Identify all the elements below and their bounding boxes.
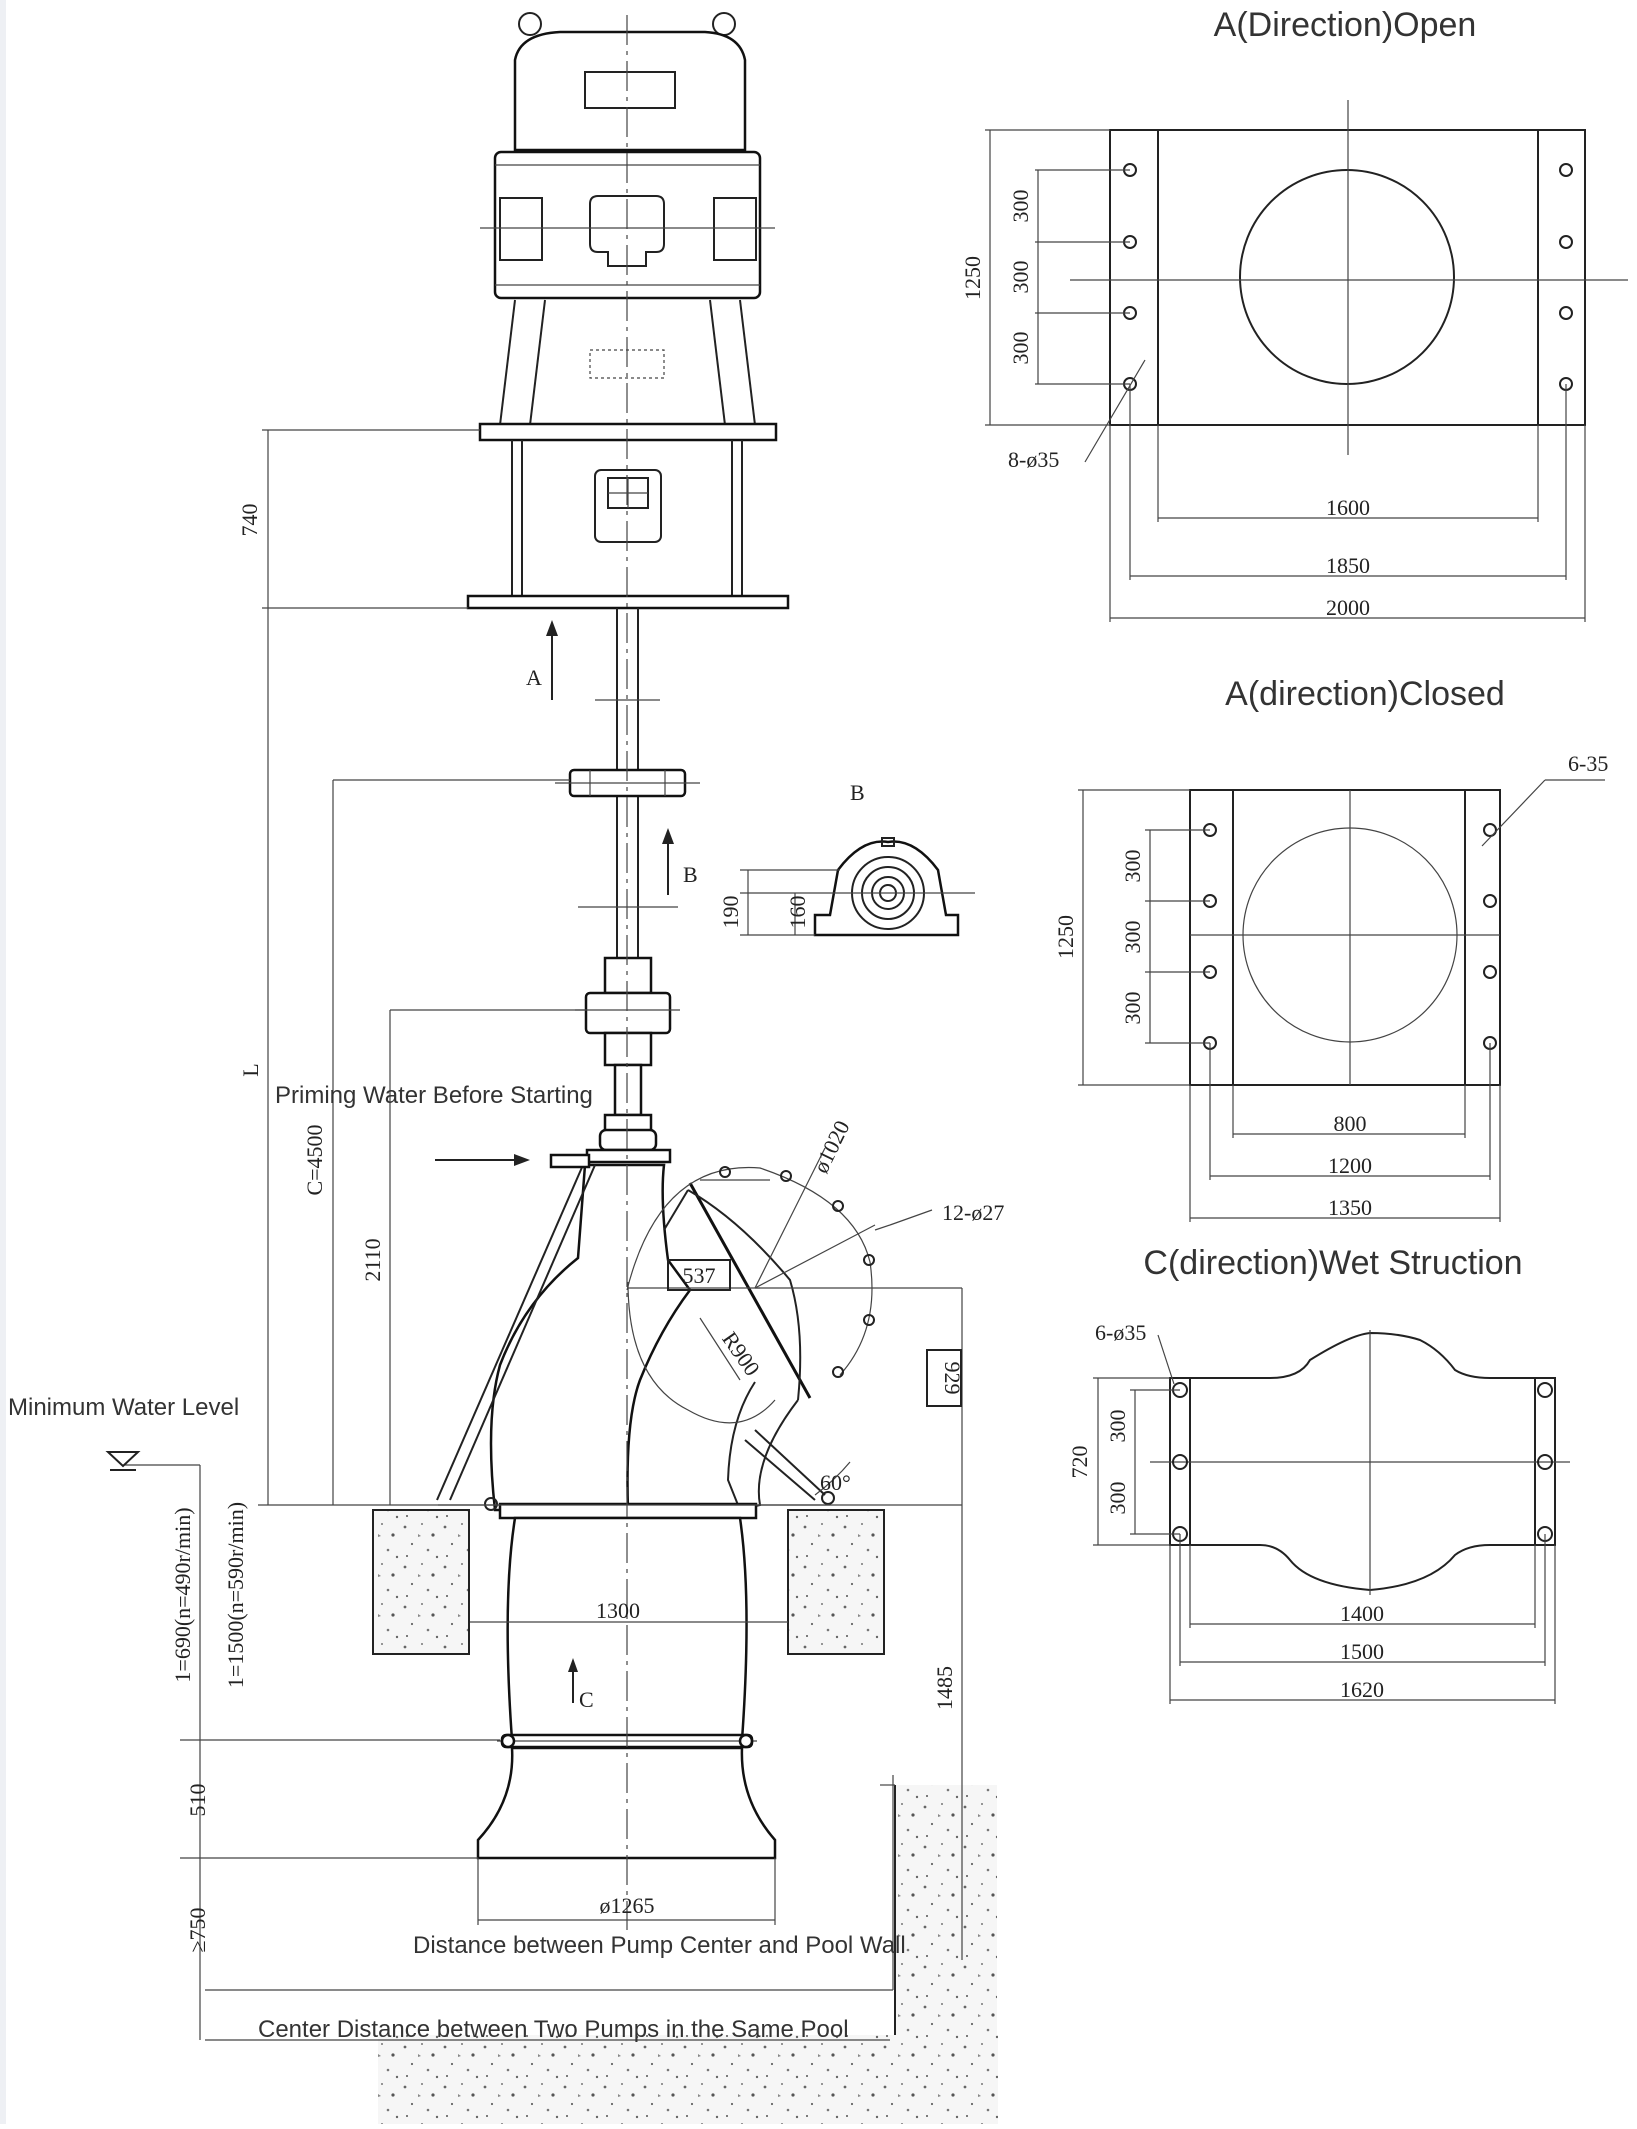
view-arrow-b: B xyxy=(662,828,698,895)
dim-750: ≥750 xyxy=(185,1907,210,1952)
dim-1300: 1300 xyxy=(596,1598,640,1623)
view-letter-a: A xyxy=(526,665,542,690)
a-open-dim-300-1: 300 xyxy=(1008,190,1033,223)
c-wet-dim-1400: 1400 xyxy=(1340,1601,1384,1626)
c-wet-header: C(direction)Wet Struction xyxy=(1143,1244,1522,1282)
c-wet-holes: 6-ø35 xyxy=(1095,1320,1146,1345)
left-edge-strip xyxy=(0,0,6,2124)
c-wet-dim-1500: 1500 xyxy=(1340,1639,1384,1664)
min-water-level-note: Minimum Water Level xyxy=(8,1394,239,1421)
two-pumps-note: Center Distance between Two Pumps in the… xyxy=(258,2016,849,2043)
a-open-dim-1250: 1250 xyxy=(960,256,985,300)
dim-1485: 1485 xyxy=(932,1666,957,1710)
c-wet-dim-300-2: 300 xyxy=(1105,1482,1130,1515)
dim-1265: ø1265 xyxy=(600,1893,655,1918)
a-closed-dim-300-3: 300 xyxy=(1120,992,1145,1025)
view-letter-b: B xyxy=(683,862,698,887)
priming-water-note: Priming Water Before Starting xyxy=(275,1082,593,1109)
a-closed-dim-1350: 1350 xyxy=(1328,1195,1372,1220)
view-letter-c: C xyxy=(579,1687,594,1712)
c-wet-dim-1620: 1620 xyxy=(1340,1677,1384,1702)
c-wet-view xyxy=(1093,1330,1570,1704)
motor-stand xyxy=(466,299,790,610)
a-closed-header: A(direction)Closed xyxy=(1225,675,1505,713)
motor xyxy=(480,12,775,300)
pool-floor-concrete xyxy=(378,2035,998,2124)
right-concrete-pier xyxy=(787,1509,885,1655)
a-closed-view xyxy=(1078,779,1605,1222)
priming-arrow xyxy=(435,1153,591,1169)
dim-r900: R900 xyxy=(717,1327,765,1380)
a-closed-dim-1200: 1200 xyxy=(1328,1153,1372,1178)
dim-537: 537 xyxy=(683,1263,716,1288)
dim-740: 740 xyxy=(237,504,262,537)
a-open-dim-2000: 2000 xyxy=(1326,595,1370,620)
a-open-header: A(Direction)Open xyxy=(1214,6,1477,44)
dim-160: 160 xyxy=(785,896,810,929)
dim-h590: 1=1500(n=590r/min) xyxy=(223,1502,248,1688)
a-open-dim-300-2: 300 xyxy=(1008,261,1033,294)
dim-929: 929 xyxy=(940,1362,965,1395)
dim-60: 60° xyxy=(820,1470,851,1495)
view-arrow-c: C xyxy=(568,1658,594,1712)
left-dimension-lines xyxy=(125,429,895,2041)
c-wet-dim-720: 720 xyxy=(1067,1446,1092,1479)
detail-letter-b: B xyxy=(850,780,865,805)
dim-12-27: 12-ø27 xyxy=(942,1200,1004,1225)
a-closed-dim-800: 800 xyxy=(1334,1111,1367,1136)
c-wet-dim-300-1: 300 xyxy=(1105,1410,1130,1443)
a-closed-dim-1250: 1250 xyxy=(1053,915,1078,959)
a-closed-holes: 6-35 xyxy=(1568,751,1608,776)
dim-510: 510 xyxy=(185,1784,210,1817)
bearing-detail-b: B xyxy=(740,780,975,937)
a-open-dim-1600: 1600 xyxy=(1326,495,1370,520)
a-closed-dim-300-2: 300 xyxy=(1120,921,1145,954)
a-open-view xyxy=(985,100,1628,622)
dim-h490: 1=690(n=490r/min) xyxy=(170,1507,195,1682)
dim-c4500: C=4500 xyxy=(302,1124,327,1195)
a-open-dim-300-3: 300 xyxy=(1008,332,1033,365)
view-arrow-a: A xyxy=(526,620,558,700)
outlet-flange-detail xyxy=(626,1147,963,1960)
dim-L: L xyxy=(238,1063,263,1076)
left-concrete-pier xyxy=(372,1509,470,1655)
pool-wall-note: Distance between Pump Center and Pool Wa… xyxy=(413,1932,906,1959)
pump-shaft xyxy=(555,608,700,1164)
dim-2110: 2110 xyxy=(360,1238,385,1281)
min-water-level-symbol xyxy=(105,1451,141,1471)
a-closed-dim-300-1: 300 xyxy=(1120,850,1145,883)
a-open-dim-1850: 1850 xyxy=(1326,553,1370,578)
a-open-holes: 8-ø35 xyxy=(1008,447,1059,472)
dim-190: 190 xyxy=(718,896,743,929)
pump-elbow-body xyxy=(436,1163,835,1520)
dim-1020: ø1020 xyxy=(808,1117,855,1177)
